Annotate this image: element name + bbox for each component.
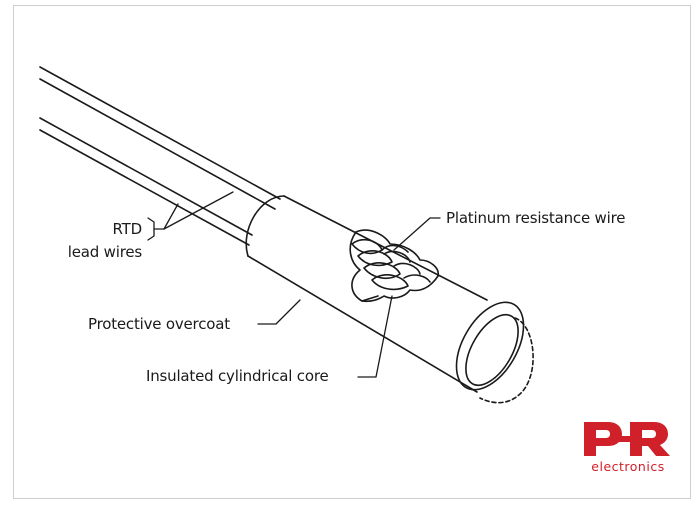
label-platinum-resistance-wire: Platinum resistance wire (446, 209, 626, 227)
lead-wires (39, 66, 281, 246)
label-protective-overcoat: Protective overcoat (88, 315, 230, 333)
pr-electronics-logo: electronics (582, 420, 674, 482)
label-rtd-line1: RTD (112, 220, 143, 238)
pr-logo-mark (584, 422, 670, 456)
figure-frame (13, 5, 691, 499)
platinum-coil-cutaway (349, 229, 440, 303)
leader-lines (147, 191, 441, 378)
label-insulated-cylindrical-core: Insulated cylindrical core (146, 367, 329, 385)
logo-wordmark: electronics (591, 459, 665, 474)
label-rtd-line2: lead wires (67, 243, 142, 261)
overcoat-dashed-outline (479, 317, 534, 404)
